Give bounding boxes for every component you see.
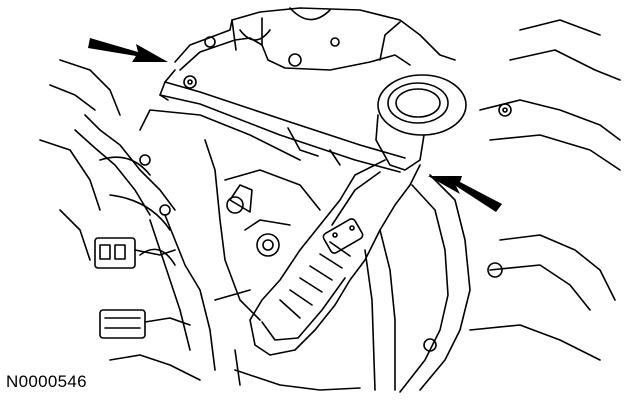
arrow-right-down-icon bbox=[88, 38, 168, 62]
arrow-left-up-icon bbox=[428, 176, 502, 212]
lower-frame bbox=[234, 349, 361, 391]
filler-cap bbox=[375, 74, 467, 171]
electrical-connectors bbox=[94, 237, 191, 339]
left-side-details bbox=[39, 59, 201, 381]
engine-block bbox=[139, 109, 321, 321]
wiring-harness bbox=[74, 114, 216, 371]
upper-housing bbox=[174, 7, 456, 71]
figure-reference-code: N0000546 bbox=[6, 372, 87, 391]
right-side-tube bbox=[364, 174, 471, 393]
mounting-bracket-rail bbox=[159, 69, 406, 173]
right-side-components bbox=[423, 19, 621, 361]
